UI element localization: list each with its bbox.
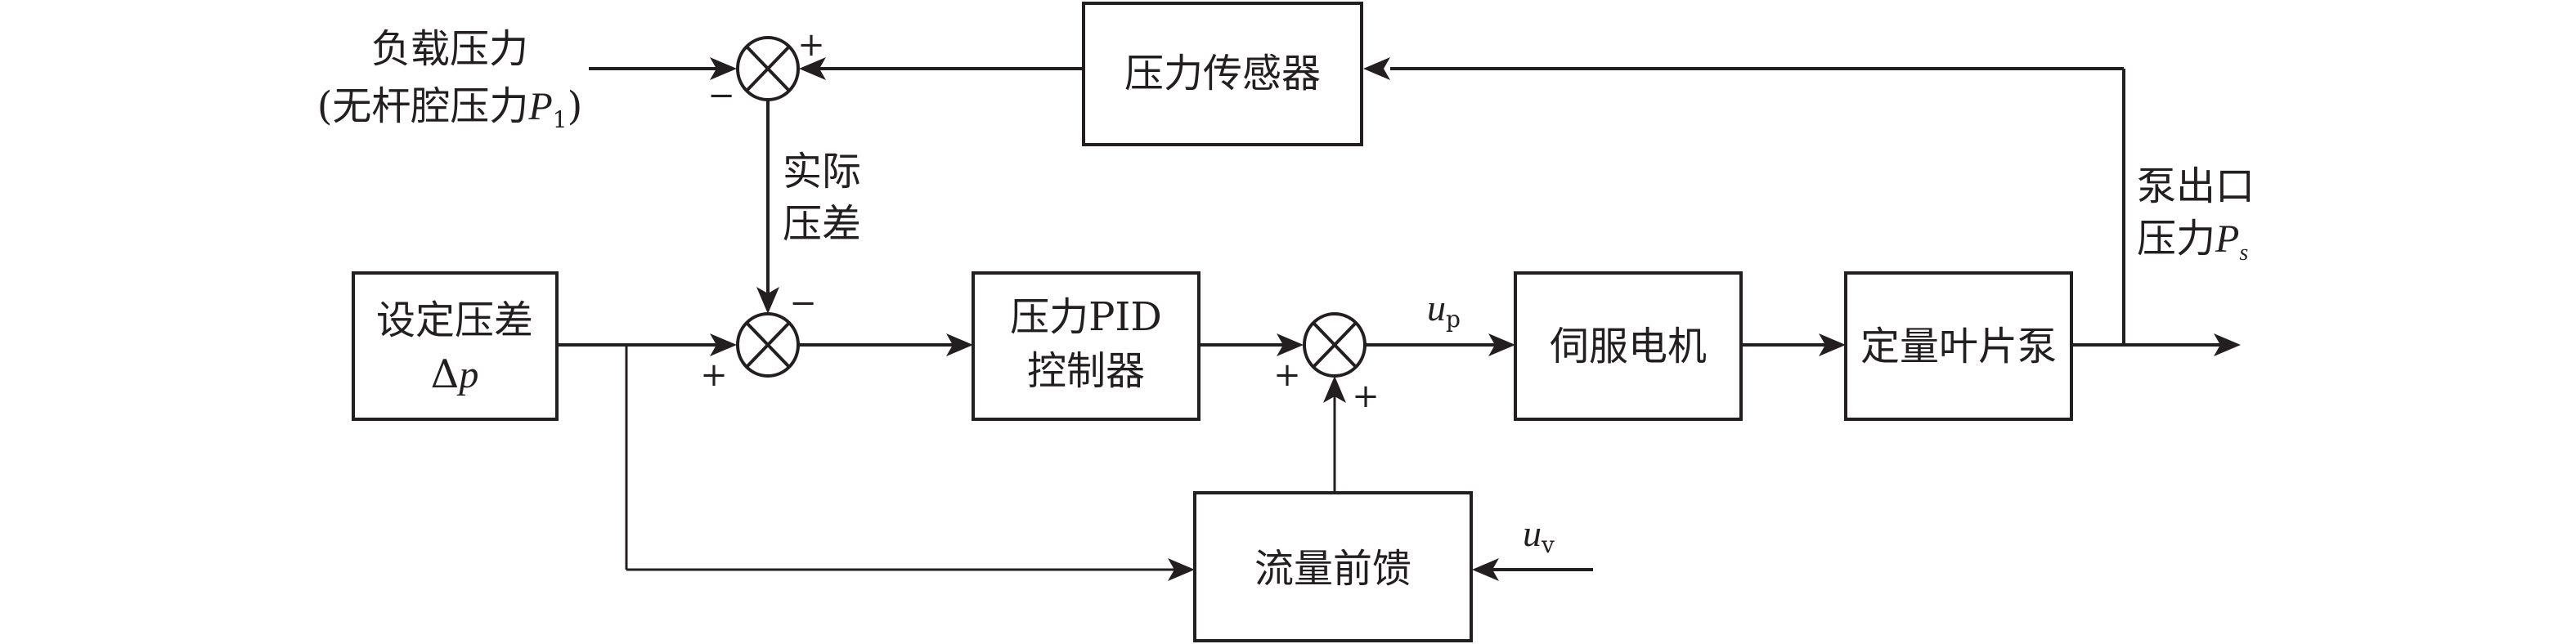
vane-pump-label: 定量叶片泵 xyxy=(1860,324,2057,369)
setpoint-block xyxy=(352,271,559,421)
actual-diff-label-line1: 实际 xyxy=(783,149,861,195)
summing-junction-top xyxy=(736,36,800,101)
sign-minus: − xyxy=(707,77,735,114)
arrowhead xyxy=(710,57,737,80)
vane-pump-block xyxy=(1844,271,2073,421)
uv-label: uv xyxy=(1523,512,1555,558)
summing-junction-feedforward xyxy=(1303,312,1367,378)
arrowhead xyxy=(946,333,973,356)
up-label: up xyxy=(1427,287,1461,333)
arrowhead xyxy=(1488,333,1515,356)
arrowhead xyxy=(1472,558,1499,581)
sign-plus: + xyxy=(700,356,728,394)
arrowhead xyxy=(1277,333,1304,356)
setpoint-symbol: Δp xyxy=(431,351,479,397)
servo-motor-block xyxy=(1514,271,1743,421)
arrowhead xyxy=(1323,376,1346,403)
arrowhead xyxy=(1819,333,1846,356)
pid-controller-block xyxy=(972,271,1200,421)
sign-plus: + xyxy=(797,26,825,64)
arrowhead xyxy=(1363,57,1390,80)
summing-junction-mid xyxy=(736,312,800,378)
flow-feedforward-block xyxy=(1193,491,1473,642)
arrowhead xyxy=(756,287,779,314)
pid-label-line1: 压力PID xyxy=(1010,294,1162,340)
pump-outlet-label-line2: 压力Ps xyxy=(2137,216,2248,266)
pid-label-line2: 控制器 xyxy=(1027,348,1145,394)
flow-feedforward-label: 流量前馈 xyxy=(1254,546,1411,592)
pressure-sensor-label: 压力传感器 xyxy=(1124,51,1321,96)
actual-diff-label-line2: 压差 xyxy=(783,201,861,247)
arrowhead xyxy=(1168,558,1195,581)
servo-motor-label: 伺服电机 xyxy=(1550,324,1707,369)
pump-outlet-label-line1: 泵出口 xyxy=(2137,163,2255,209)
pressure-sensor-block xyxy=(1082,2,1363,146)
arrowhead xyxy=(2214,333,2241,356)
setpoint-label: 设定压差 xyxy=(376,297,533,343)
arrowhead xyxy=(799,57,826,80)
sign-plus: + xyxy=(1273,356,1301,394)
load-pressure-label-line2: (无杆腔压力P1) xyxy=(317,83,583,133)
arrowhead xyxy=(710,333,737,356)
load-pressure-label-line1: 负载压力 xyxy=(371,26,528,72)
sign-minus: − xyxy=(789,284,817,322)
sign-plus: + xyxy=(1352,378,1380,415)
